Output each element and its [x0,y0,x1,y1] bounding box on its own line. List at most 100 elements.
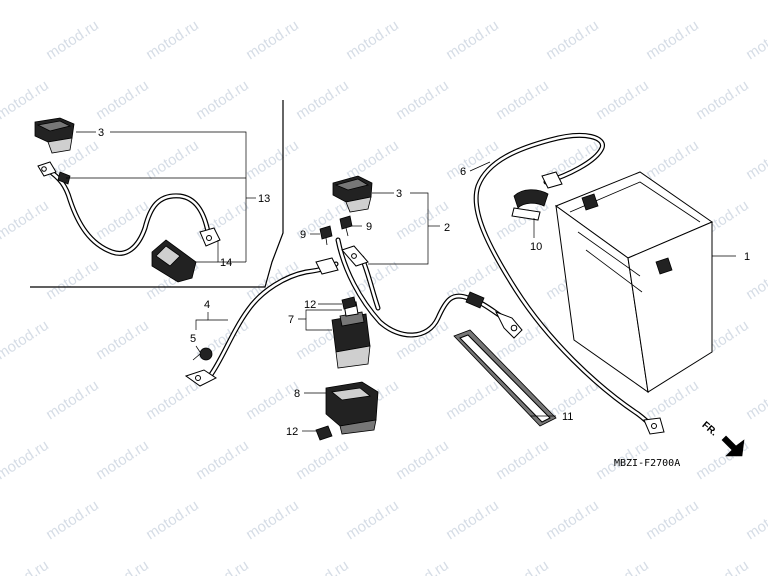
watermark-text: motod.ru [143,497,202,544]
watermark-text: motod.ru [243,17,302,64]
watermark-text: motod.ru [493,77,552,124]
watermark-text: motod.ru [493,437,552,484]
callout-9-right: 9 [366,221,372,233]
watermark-text: motod.ru [593,557,652,576]
callout-3-inset: 3 [98,127,104,139]
front-direction-label: FR. [700,420,720,439]
watermark-text: motod.ru [443,497,502,544]
cable-clamp [511,189,549,221]
fuse-12-bottom [315,425,333,441]
watermark-text: motod.ru [0,437,52,484]
positive-cable [473,132,665,435]
watermark-text: motod.ru [743,257,768,304]
watermark-text: motod.ru [0,497,2,544]
watermark-text: motod.ru [293,77,352,124]
watermark-text: motod.ru [293,557,352,576]
main-harness [335,237,523,339]
watermark-text: motod.ru [693,557,752,576]
bolt-9-b [319,225,333,246]
fuse-12-top [341,296,357,310]
callout-14: 14 [220,257,232,269]
watermark-text: motod.ru [43,257,102,304]
battery-band [453,329,557,427]
watermark-text: motod.ru [243,377,302,424]
watermark-text: motod.ru [0,0,52,3]
watermark-text: motod.ru [693,77,752,124]
inset-cable-assembly [34,117,221,283]
watermark-text: motod.ru [443,17,502,64]
watermark-text: motod.ru [0,137,2,184]
watermark-text: motod.ru [493,0,552,3]
watermark-text: motod.ru [243,257,302,304]
ground-cable [184,257,339,387]
watermark-text: motod.ru [393,197,452,244]
watermark-text: motod.ru [243,497,302,544]
callout-8: 8 [294,388,300,400]
watermark-text: motod.ru [93,77,152,124]
watermark-text: motod.ru [643,137,702,184]
watermark-text: motod.ru [143,17,202,64]
callout-11: 11 [562,411,573,423]
bolt-5 [192,347,213,361]
watermark-text: motod.ru [0,17,2,64]
watermark-text: motod.ru [343,137,402,184]
callout-12-bottom: 12 [286,426,298,438]
terminal-cover-inset [34,117,75,154]
callout-6: 6 [460,166,466,178]
watermark-text: motod.ru [743,137,768,184]
watermark-text: motod.ru [43,497,102,544]
callout-12-top: 12 [304,299,316,311]
watermark-text: motod.ru [693,0,752,3]
battery [554,171,714,394]
callout-9-left: 9 [300,229,306,241]
watermark-text: motod.ru [443,377,502,424]
watermark-text: motod.ru [0,377,2,424]
watermark-text: motod.ru [743,17,768,64]
watermark-text: motod.ru [393,437,452,484]
inset-cable [37,161,221,256]
callout-10: 10 [530,241,542,253]
callout-1: 1 [744,251,750,263]
watermark-text: motod.ru [543,497,602,544]
watermark-text: motod.ru [193,557,252,576]
watermark-text: motod.ru [293,437,352,484]
watermark-text: motod.ru [493,557,552,576]
callout-2: 2 [444,222,450,234]
callout-4: 4 [204,299,210,311]
watermark-text: motod.ru [43,377,102,424]
drawing-code: MBZI-F2700A [614,458,680,469]
watermark-text: motod.ru [193,437,252,484]
watermark-text: motod.ru [593,77,652,124]
callout-labels: 1 2 3 3 4 5 6 7 8 9 9 10 11 12 12 13 14 [98,127,750,438]
watermark-text: motod.ru [343,497,402,544]
watermark-text: motod.ru [643,17,702,64]
watermark-text: motod.ru [193,77,252,124]
watermark-text: motod.ru [543,17,602,64]
terminal-cover-main [332,175,373,213]
callout-5: 5 [190,333,196,345]
watermark-text: motod.ru [0,257,2,304]
watermark-text: motod.ru [393,557,452,576]
bolt-9-a [339,215,353,237]
watermark-text: motod.ru [343,17,402,64]
callout-3-main: 3 [396,188,402,200]
watermark-text: motod.ru [243,137,302,184]
watermark-text: motod.ru [43,17,102,64]
watermark-text: motod.ru [0,557,52,576]
terminal-boot [151,239,197,283]
watermark-text: motod.ru [743,497,768,544]
watermark-text: motod.ru [593,0,652,3]
watermark-text: motod.ru [393,0,452,3]
watermark-text: motod.ru [0,197,52,244]
inset-frame [30,100,284,288]
watermark-text: motod.ru [93,557,152,576]
watermark-text: motod.ru [0,77,52,124]
watermark-text: motod.ru [93,317,152,364]
starter-relay [331,301,371,369]
watermark-text: motod.ru [643,497,702,544]
watermark-text: motod.ru [743,377,768,424]
watermark-text: motod.ru [143,137,202,184]
watermark-text: motod.ru [93,437,152,484]
watermark-text: motod.ru [93,0,152,3]
